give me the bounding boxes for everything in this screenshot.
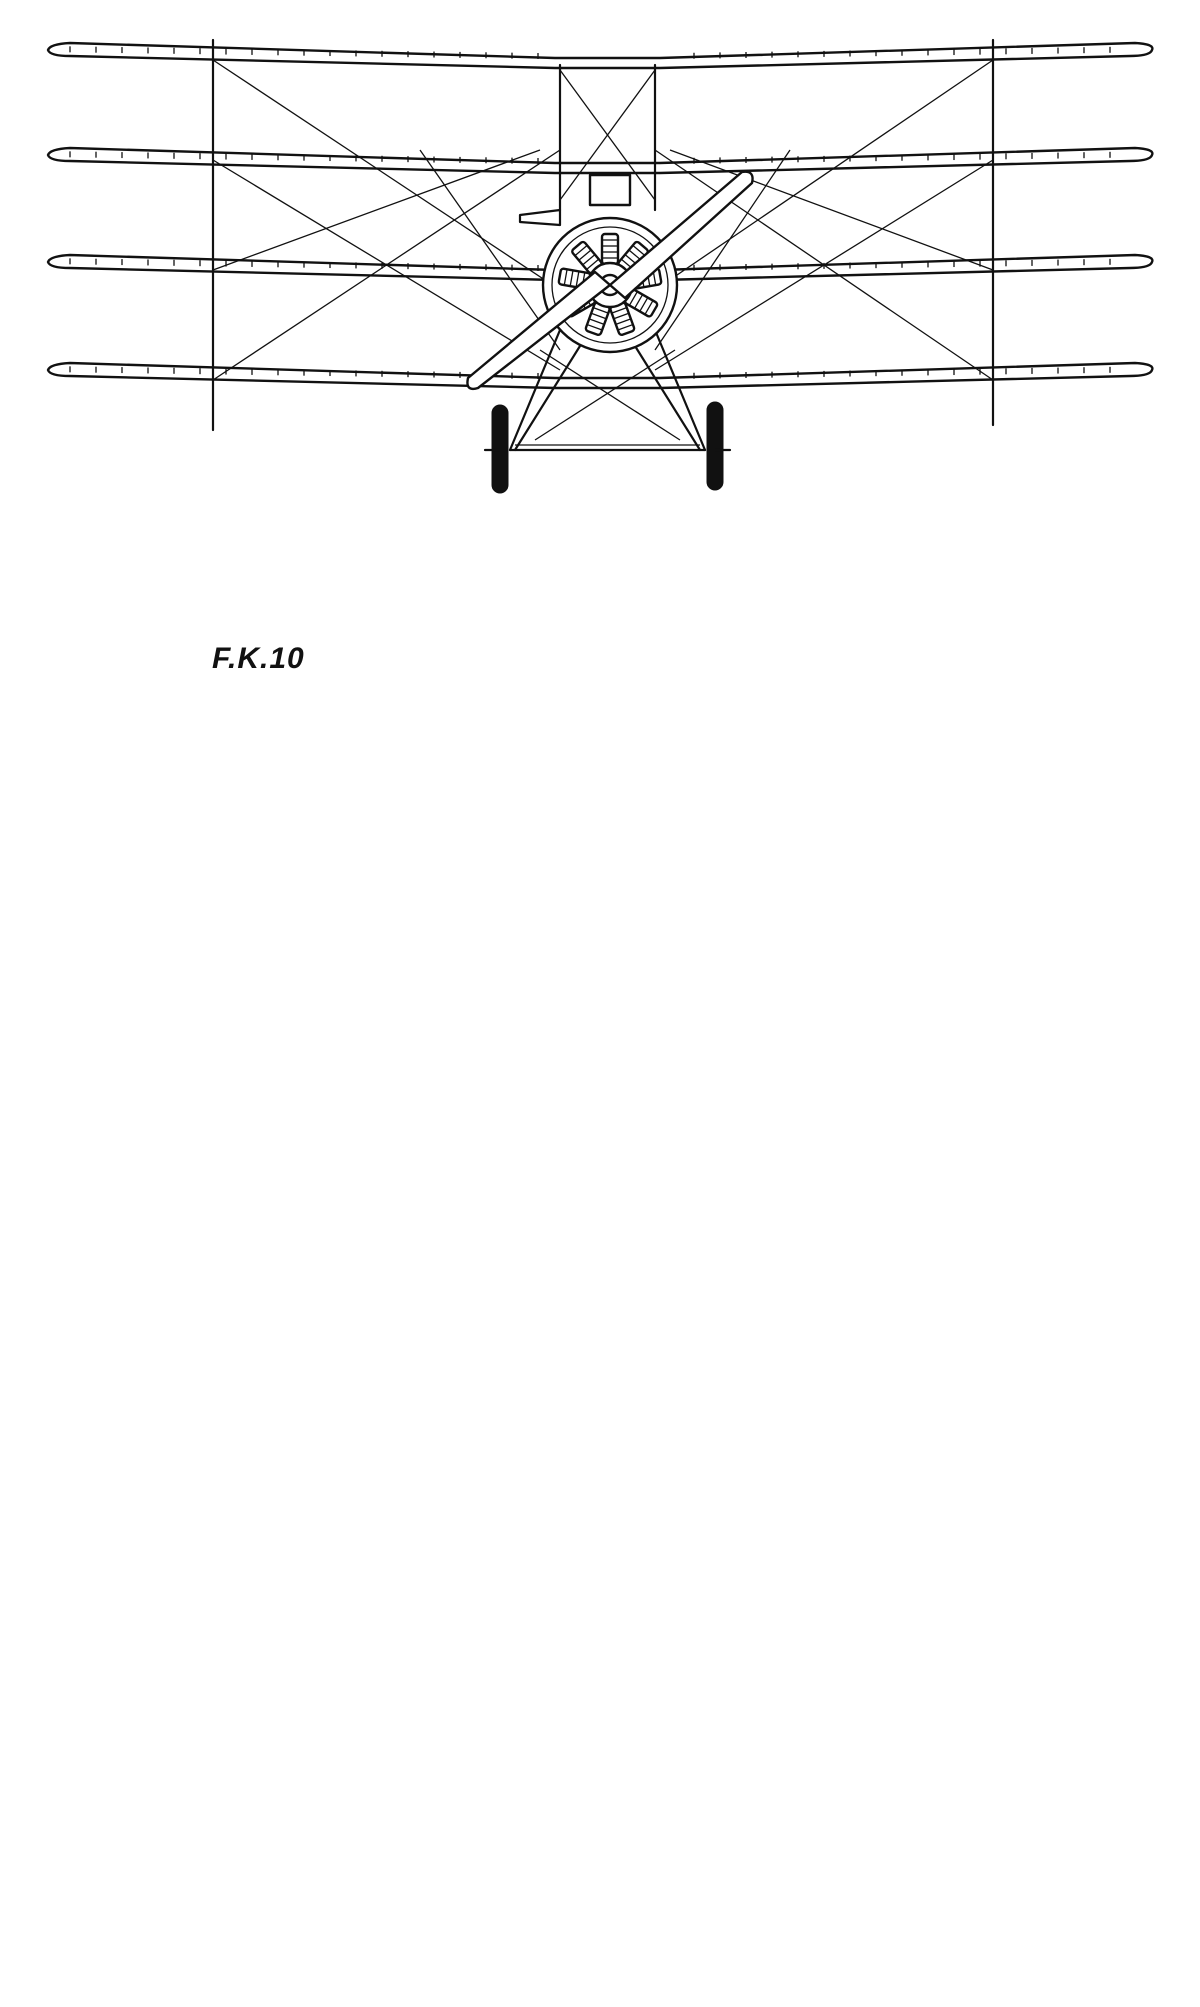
front-bracing-wires <box>212 59 994 381</box>
front-wing-4 <box>46 361 1154 390</box>
front-view <box>46 38 1154 494</box>
front-gun <box>518 208 562 227</box>
front-wing-2 <box>46 146 1154 175</box>
right-wheel <box>706 401 724 491</box>
front-wing-3 <box>46 253 1154 282</box>
front-exhaust <box>588 173 632 207</box>
front-propeller <box>466 170 754 391</box>
aircraft-label: F.K.10 <box>212 642 305 675</box>
front-view-wings <box>46 41 1154 390</box>
front-landing-gear <box>483 328 732 494</box>
front-wing-1 <box>46 41 1154 70</box>
